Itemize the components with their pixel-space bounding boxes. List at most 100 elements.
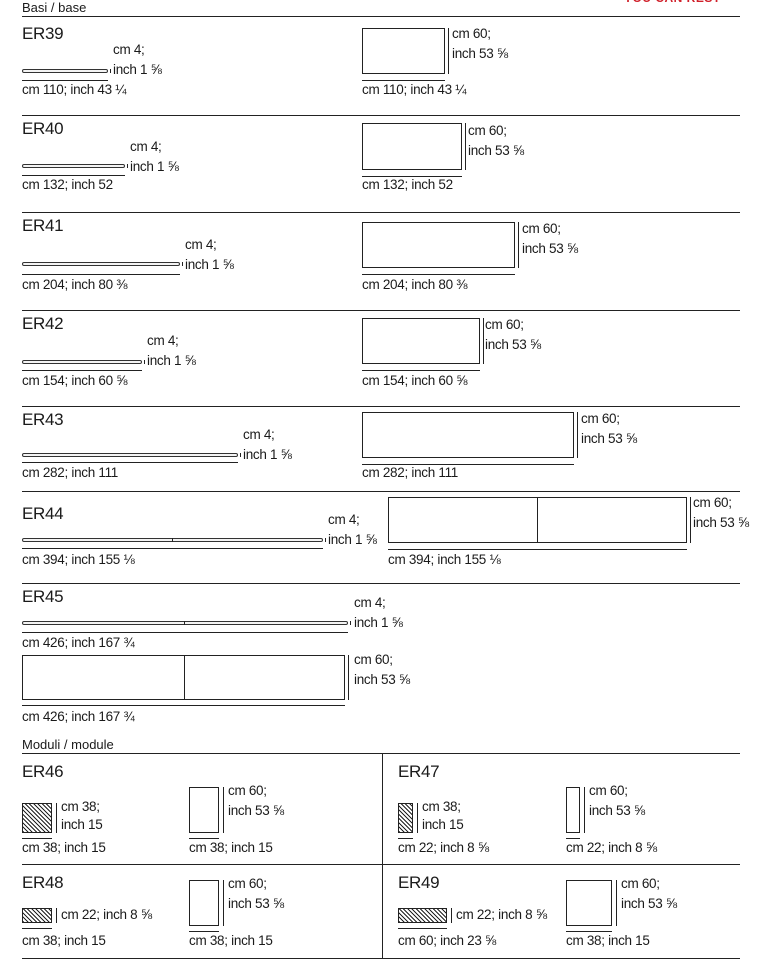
product-code: ER42 — [22, 314, 64, 333]
height-dimension-line — [223, 880, 224, 926]
width-dimension-line — [22, 175, 125, 176]
height-cm: cm 60; — [581, 411, 620, 426]
side-view-slab — [22, 360, 142, 364]
height-cm: cm 60; — [468, 123, 507, 138]
front-height-inch: inch 53 ⅝ — [228, 803, 284, 818]
height-cm: cm 60; — [452, 26, 491, 41]
width-label: cm 282; inch 111 — [22, 465, 119, 480]
product-code: ER44 — [22, 504, 64, 523]
front-width-label: cm 22; inch 8 ⅝ — [566, 840, 657, 855]
top-width-label: cm 204; inch 80 ⅜ — [362, 277, 468, 292]
top-view-outline — [362, 318, 480, 364]
thickness-tick — [144, 360, 145, 364]
height-inch: inch 53 ⅝ — [693, 515, 749, 530]
top-view-hatched — [398, 908, 447, 923]
height-dimension-line — [223, 787, 224, 833]
top-width-dimension-line — [362, 370, 480, 371]
module-code: ER48 — [22, 873, 64, 892]
height-dimension-line — [448, 28, 449, 74]
width-label: cm 154; inch 60 ⅝ — [22, 373, 128, 388]
top-width-dimension-line — [362, 464, 574, 465]
module-row-separator — [22, 864, 740, 865]
height-inch: inch 53 ⅝ — [468, 143, 524, 158]
height-dimension-line — [518, 222, 519, 268]
row-separator — [22, 212, 740, 213]
row-separator — [22, 583, 740, 584]
front-view-outline — [189, 880, 219, 926]
depth-cm: cm 38; — [422, 799, 461, 814]
row-separator — [22, 406, 740, 407]
depth-dimension-line — [56, 803, 57, 833]
top-width-label: cm 22; inch 8 ⅝ — [398, 840, 489, 855]
thickness-inch: inch 1 ⅝ — [354, 615, 403, 630]
width-label: cm 110; inch 43 ¼ — [22, 82, 127, 97]
side-view-slab — [22, 621, 348, 625]
product-code: ER41 — [22, 216, 64, 235]
thickness-tick — [325, 538, 326, 542]
top-width-label: cm 38; inch 15 — [22, 933, 106, 948]
divider — [22, 16, 740, 17]
depth-dimension-line — [56, 908, 57, 923]
width-label: cm 394; inch 155 ⅛ — [22, 552, 135, 567]
top-width-label: cm 60; inch 23 ⅝ — [398, 933, 497, 948]
width-dimension-line — [22, 370, 142, 371]
front-height-cm: cm 60; — [589, 783, 628, 798]
height-dimension-line — [616, 880, 617, 926]
depth-dimension-line — [451, 908, 452, 923]
side-view-slab — [22, 262, 180, 266]
top-view-hatched — [398, 803, 413, 833]
height-dimension-line — [483, 318, 484, 364]
top-width-dimension-line — [362, 176, 462, 177]
top-width-dimension-line — [388, 549, 687, 550]
slab-joint — [184, 621, 185, 625]
depth-inch: inch 15 — [61, 817, 103, 832]
thickness-tick — [240, 453, 241, 457]
thickness-inch: inch 1 ⅝ — [147, 353, 196, 368]
front-view-outline — [566, 880, 612, 926]
thickness-inch: inch 1 ⅝ — [113, 62, 162, 77]
thickness-inch: inch 1 ⅝ — [328, 532, 377, 547]
top-width-label: cm 110; inch 43 ¼ — [362, 82, 467, 97]
height-inch: inch 53 ⅝ — [581, 431, 637, 446]
product-code: ER40 — [22, 119, 64, 138]
section-title-bases: Basi / base — [22, 0, 87, 15]
height-dimension-line — [348, 655, 349, 700]
corner-note: YOU CAN REST — [624, 0, 721, 5]
height-dimension-line — [584, 787, 585, 833]
height-cm: cm 60; — [693, 495, 732, 510]
top-width-label: cm 426; inch 167 ¾ — [22, 709, 135, 724]
front-width-dimension-line — [189, 931, 219, 932]
depth-cm: cm 38; — [61, 799, 100, 814]
side-view-slab — [22, 69, 108, 73]
width-label: cm 426; inch 167 ¾ — [22, 635, 135, 650]
front-width-label: cm 38; inch 15 — [189, 840, 273, 855]
top-view-outline — [362, 28, 445, 74]
front-height-inch: inch 53 ⅝ — [228, 896, 284, 911]
height-inch: inch 53 ⅝ — [522, 241, 578, 256]
top-width-dimension-line — [398, 838, 413, 839]
front-width-label: cm 38; inch 15 — [566, 933, 650, 948]
front-width-dimension-line — [566, 838, 580, 839]
thickness-cm: cm 4; — [354, 595, 386, 610]
module-grid-divider — [382, 753, 383, 958]
top-width-dimension-line — [22, 838, 52, 839]
front-height-cm: cm 60; — [621, 876, 660, 891]
thickness-cm: cm 4; — [328, 512, 360, 527]
top-width-label: cm 394; inch 155 ⅛ — [388, 552, 501, 567]
top-width-label: cm 154; inch 60 ⅝ — [362, 373, 468, 388]
front-height-cm: cm 60; — [228, 783, 267, 798]
front-height-inch: inch 53 ⅝ — [589, 803, 645, 818]
front-view-outline — [189, 787, 219, 833]
height-cm: cm 60; — [522, 221, 561, 236]
width-dimension-line — [22, 632, 348, 633]
top-width-label: cm 282; inch 111 — [362, 465, 459, 480]
width-dimension-line — [22, 80, 108, 81]
top-view-outline — [362, 222, 515, 268]
width-dimension-line — [22, 274, 180, 275]
height-inch: inch 53 ⅝ — [354, 672, 410, 687]
height-dimension-line — [577, 412, 578, 458]
thickness-cm: cm 4; — [130, 139, 162, 154]
divider — [22, 753, 740, 754]
module-joint — [537, 497, 538, 543]
depth-dimension-line — [417, 803, 418, 833]
